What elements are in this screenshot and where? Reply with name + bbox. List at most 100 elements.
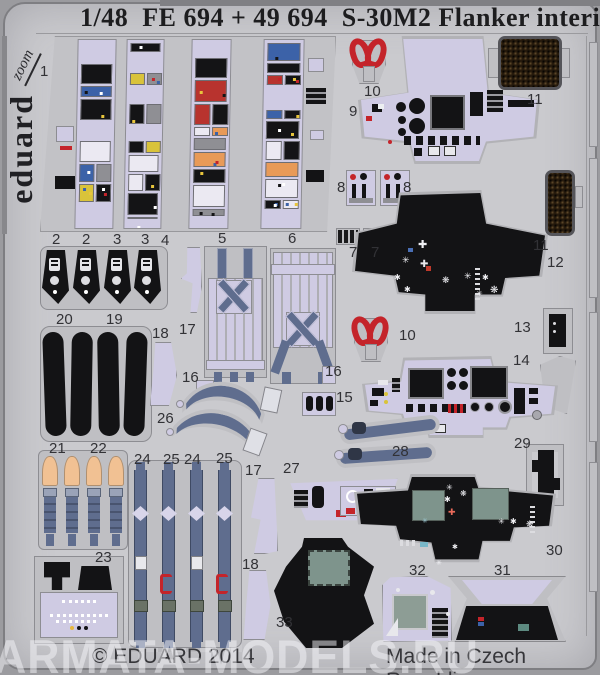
belt-triangle-buckle (160, 506, 177, 521)
part23-print (50, 614, 108, 617)
module-dot (103, 193, 107, 196)
part9-gauge (409, 118, 425, 134)
instrument-module (284, 75, 302, 85)
made-in-text: Made in Czech Republic (386, 645, 527, 675)
part32-detail (430, 590, 435, 595)
part9-bar (508, 100, 534, 107)
part15-knob (498, 400, 512, 414)
panel-marking-star-icon: ✱ (510, 517, 517, 526)
grip-gauge-lines (113, 260, 120, 266)
strap28-cap (348, 448, 362, 460)
instrument-module (192, 185, 226, 207)
part-number-label: 9 (349, 103, 358, 120)
part-number-label: 28 (392, 443, 409, 460)
part15-mfd-screen (470, 366, 508, 399)
instrument-module (267, 63, 301, 73)
part32-screen (392, 594, 428, 630)
part-number-label: 8 (337, 179, 346, 196)
instrument-module (212, 104, 229, 125)
part1-small (60, 146, 72, 150)
rail-tab (589, 158, 598, 298)
instrument-module (128, 174, 144, 191)
belt-top-stub (136, 462, 145, 470)
instrument-module (145, 174, 161, 191)
part-number-label: 2 (52, 231, 61, 248)
part9-box (428, 146, 440, 156)
part-number-label: 4 (161, 232, 170, 249)
part8-knob (384, 174, 390, 180)
panel-marking-star-icon: ✱ (404, 285, 411, 294)
module-dot (204, 175, 208, 178)
strap28-cap (352, 422, 366, 434)
instrument-module (96, 164, 112, 182)
part15-knob (484, 402, 494, 412)
harness5-tail (230, 372, 238, 382)
module-dot (294, 203, 298, 206)
part13-dot (553, 330, 556, 333)
belt-fabric-end (64, 456, 80, 486)
part15-detail (529, 398, 538, 404)
part15-detail (378, 380, 388, 385)
part-number-label: 21 (49, 440, 66, 457)
grip-dot (115, 290, 119, 294)
part29-insert (554, 478, 560, 490)
part1-instrument-strip (123, 39, 165, 229)
part-number-label: 6 (288, 230, 297, 247)
part12-speck (408, 248, 413, 252)
instrument-module (80, 86, 112, 97)
module-dot (156, 81, 160, 84)
panel-marking-star-icon: ✱ (482, 273, 489, 282)
part32-detail (446, 612, 450, 616)
belt-triangle-buckle (132, 506, 149, 521)
part29-insert (532, 460, 538, 472)
instrument-module (266, 75, 284, 85)
part9-stack (487, 90, 503, 112)
part-number-label: 14 (513, 352, 530, 369)
belt-bottom-stub (192, 642, 201, 648)
part30-screen (412, 490, 445, 521)
module-dot (84, 91, 88, 94)
part30-detail (400, 540, 416, 546)
belt-red-clip (216, 574, 228, 594)
bottom-tabs (130, 644, 242, 652)
instrument-module (95, 184, 112, 202)
panel-marking-cross-icon: ✚ (420, 259, 429, 270)
module-dot (102, 188, 106, 191)
part27-knob (312, 486, 324, 508)
part15-gauge (459, 381, 468, 390)
part31-speck (478, 617, 484, 621)
part23-dot (77, 626, 81, 630)
part16-tab (322, 366, 336, 384)
module-dot (137, 226, 141, 229)
instrument-module (79, 141, 111, 162)
part31-speck (518, 624, 529, 631)
module-dot (87, 171, 91, 174)
instrument-module (283, 141, 300, 160)
harness5-bar (206, 360, 265, 370)
module-dot (273, 204, 277, 207)
part-number-label: 26 (157, 410, 174, 427)
instrument-module (284, 110, 301, 119)
module-dot (290, 133, 295, 136)
part-number-label: 31 (494, 562, 511, 579)
part-number-label: 17 (245, 462, 262, 479)
panel-marking-flake-icon: ❋ (526, 519, 534, 529)
panel-marking-flake-icon: ❋ (442, 275, 450, 285)
module-dot (295, 80, 299, 83)
instrument-module (129, 104, 145, 124)
long-belt (218, 470, 231, 642)
bolster-blade (42, 331, 67, 437)
instrument-module (127, 193, 158, 215)
part1-instrument-strip (74, 39, 117, 229)
panel-marking-star-icon: ✱ (394, 273, 401, 282)
belt-strap (88, 497, 100, 533)
part8-pin (396, 184, 400, 200)
cut-line (36, 33, 588, 34)
part9-display (470, 92, 483, 116)
belt-top-stub (220, 462, 229, 470)
handle10-stem (365, 344, 377, 360)
part1-small (56, 126, 74, 142)
left-edge-bar (2, 36, 7, 234)
part15-mfd-screen (408, 368, 444, 399)
